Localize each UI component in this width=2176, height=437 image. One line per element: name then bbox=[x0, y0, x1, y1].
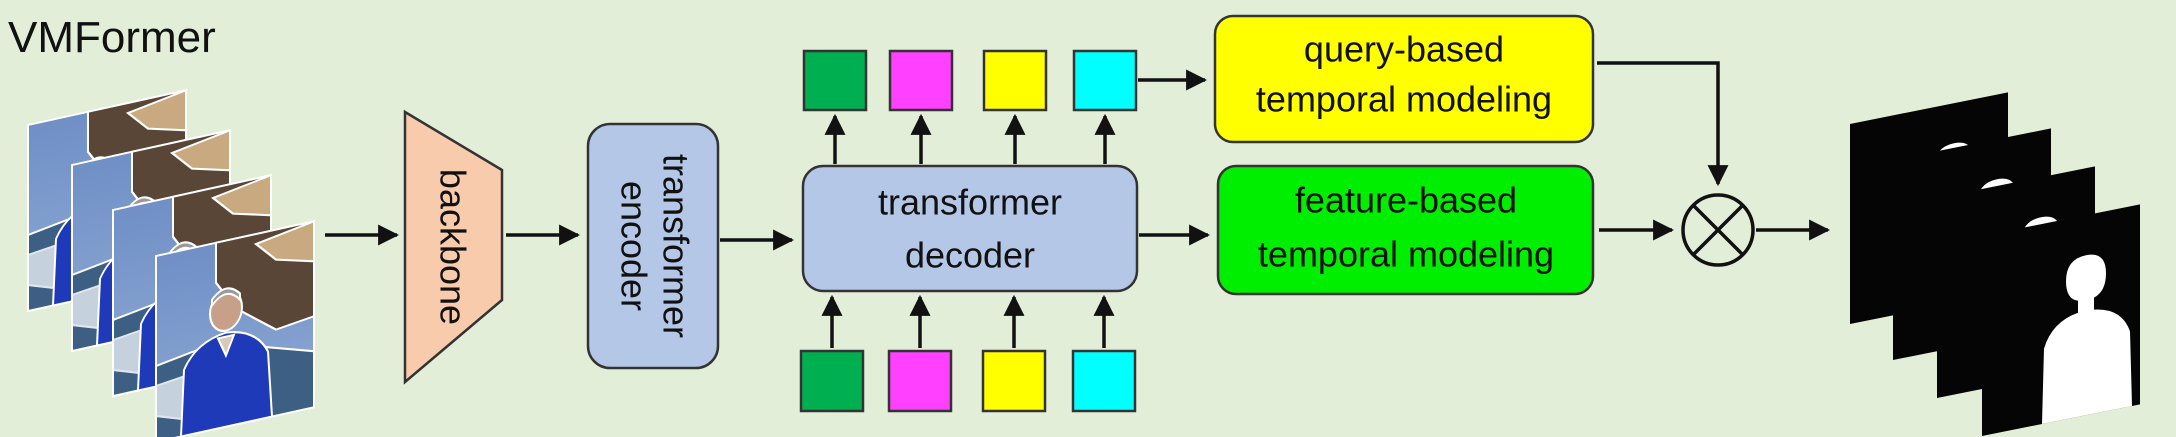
transformer-encoder-label: transformer encoder bbox=[613, 154, 696, 338]
output-queries bbox=[802, 49, 1138, 112]
encoder-label-line-1: transformer bbox=[655, 154, 696, 338]
arrow-query-temporal-to-fusion bbox=[1597, 61, 1729, 187]
decoder-label-line-2: decoder bbox=[905, 235, 1035, 276]
transformer-decoder-block bbox=[801, 164, 1139, 293]
query-temporal-label-line-2: temporal modeling bbox=[1256, 79, 1552, 120]
encoder-label-line-2: encoder bbox=[613, 181, 654, 311]
feature-temporal-block bbox=[1216, 164, 1595, 296]
query-temporal-label-line-1: query-based bbox=[1304, 29, 1504, 70]
figure-title: VMFormer bbox=[8, 13, 216, 62]
output-query-token-4 bbox=[1072, 49, 1138, 112]
input-frame-4 bbox=[154, 220, 316, 437]
backbone-label: backbone bbox=[432, 169, 473, 325]
circled-times-icon bbox=[1681, 193, 1755, 267]
feature-temporal-label-line-2: temporal modeling bbox=[1258, 234, 1554, 275]
query-temporal-block bbox=[1213, 14, 1595, 144]
input-queries bbox=[799, 349, 1137, 413]
input-query-token-1 bbox=[799, 349, 865, 413]
output-alpha-mattes bbox=[1850, 92, 2140, 436]
output-query-token-1 bbox=[802, 49, 868, 112]
output-matte-4 bbox=[1982, 204, 2140, 436]
backbone-block bbox=[403, 109, 504, 385]
output-query-token-2 bbox=[888, 49, 954, 112]
decoder-label-line-1: transformer bbox=[878, 182, 1062, 223]
input-query-token-2 bbox=[887, 349, 953, 413]
input-video-frames bbox=[26, 89, 316, 437]
input-query-token-3 bbox=[981, 349, 1047, 413]
feature-temporal-label-line-1: feature-based bbox=[1295, 180, 1517, 221]
output-query-token-3 bbox=[982, 49, 1048, 112]
input-query-token-4 bbox=[1071, 349, 1137, 413]
transformer-encoder-block bbox=[586, 122, 720, 370]
